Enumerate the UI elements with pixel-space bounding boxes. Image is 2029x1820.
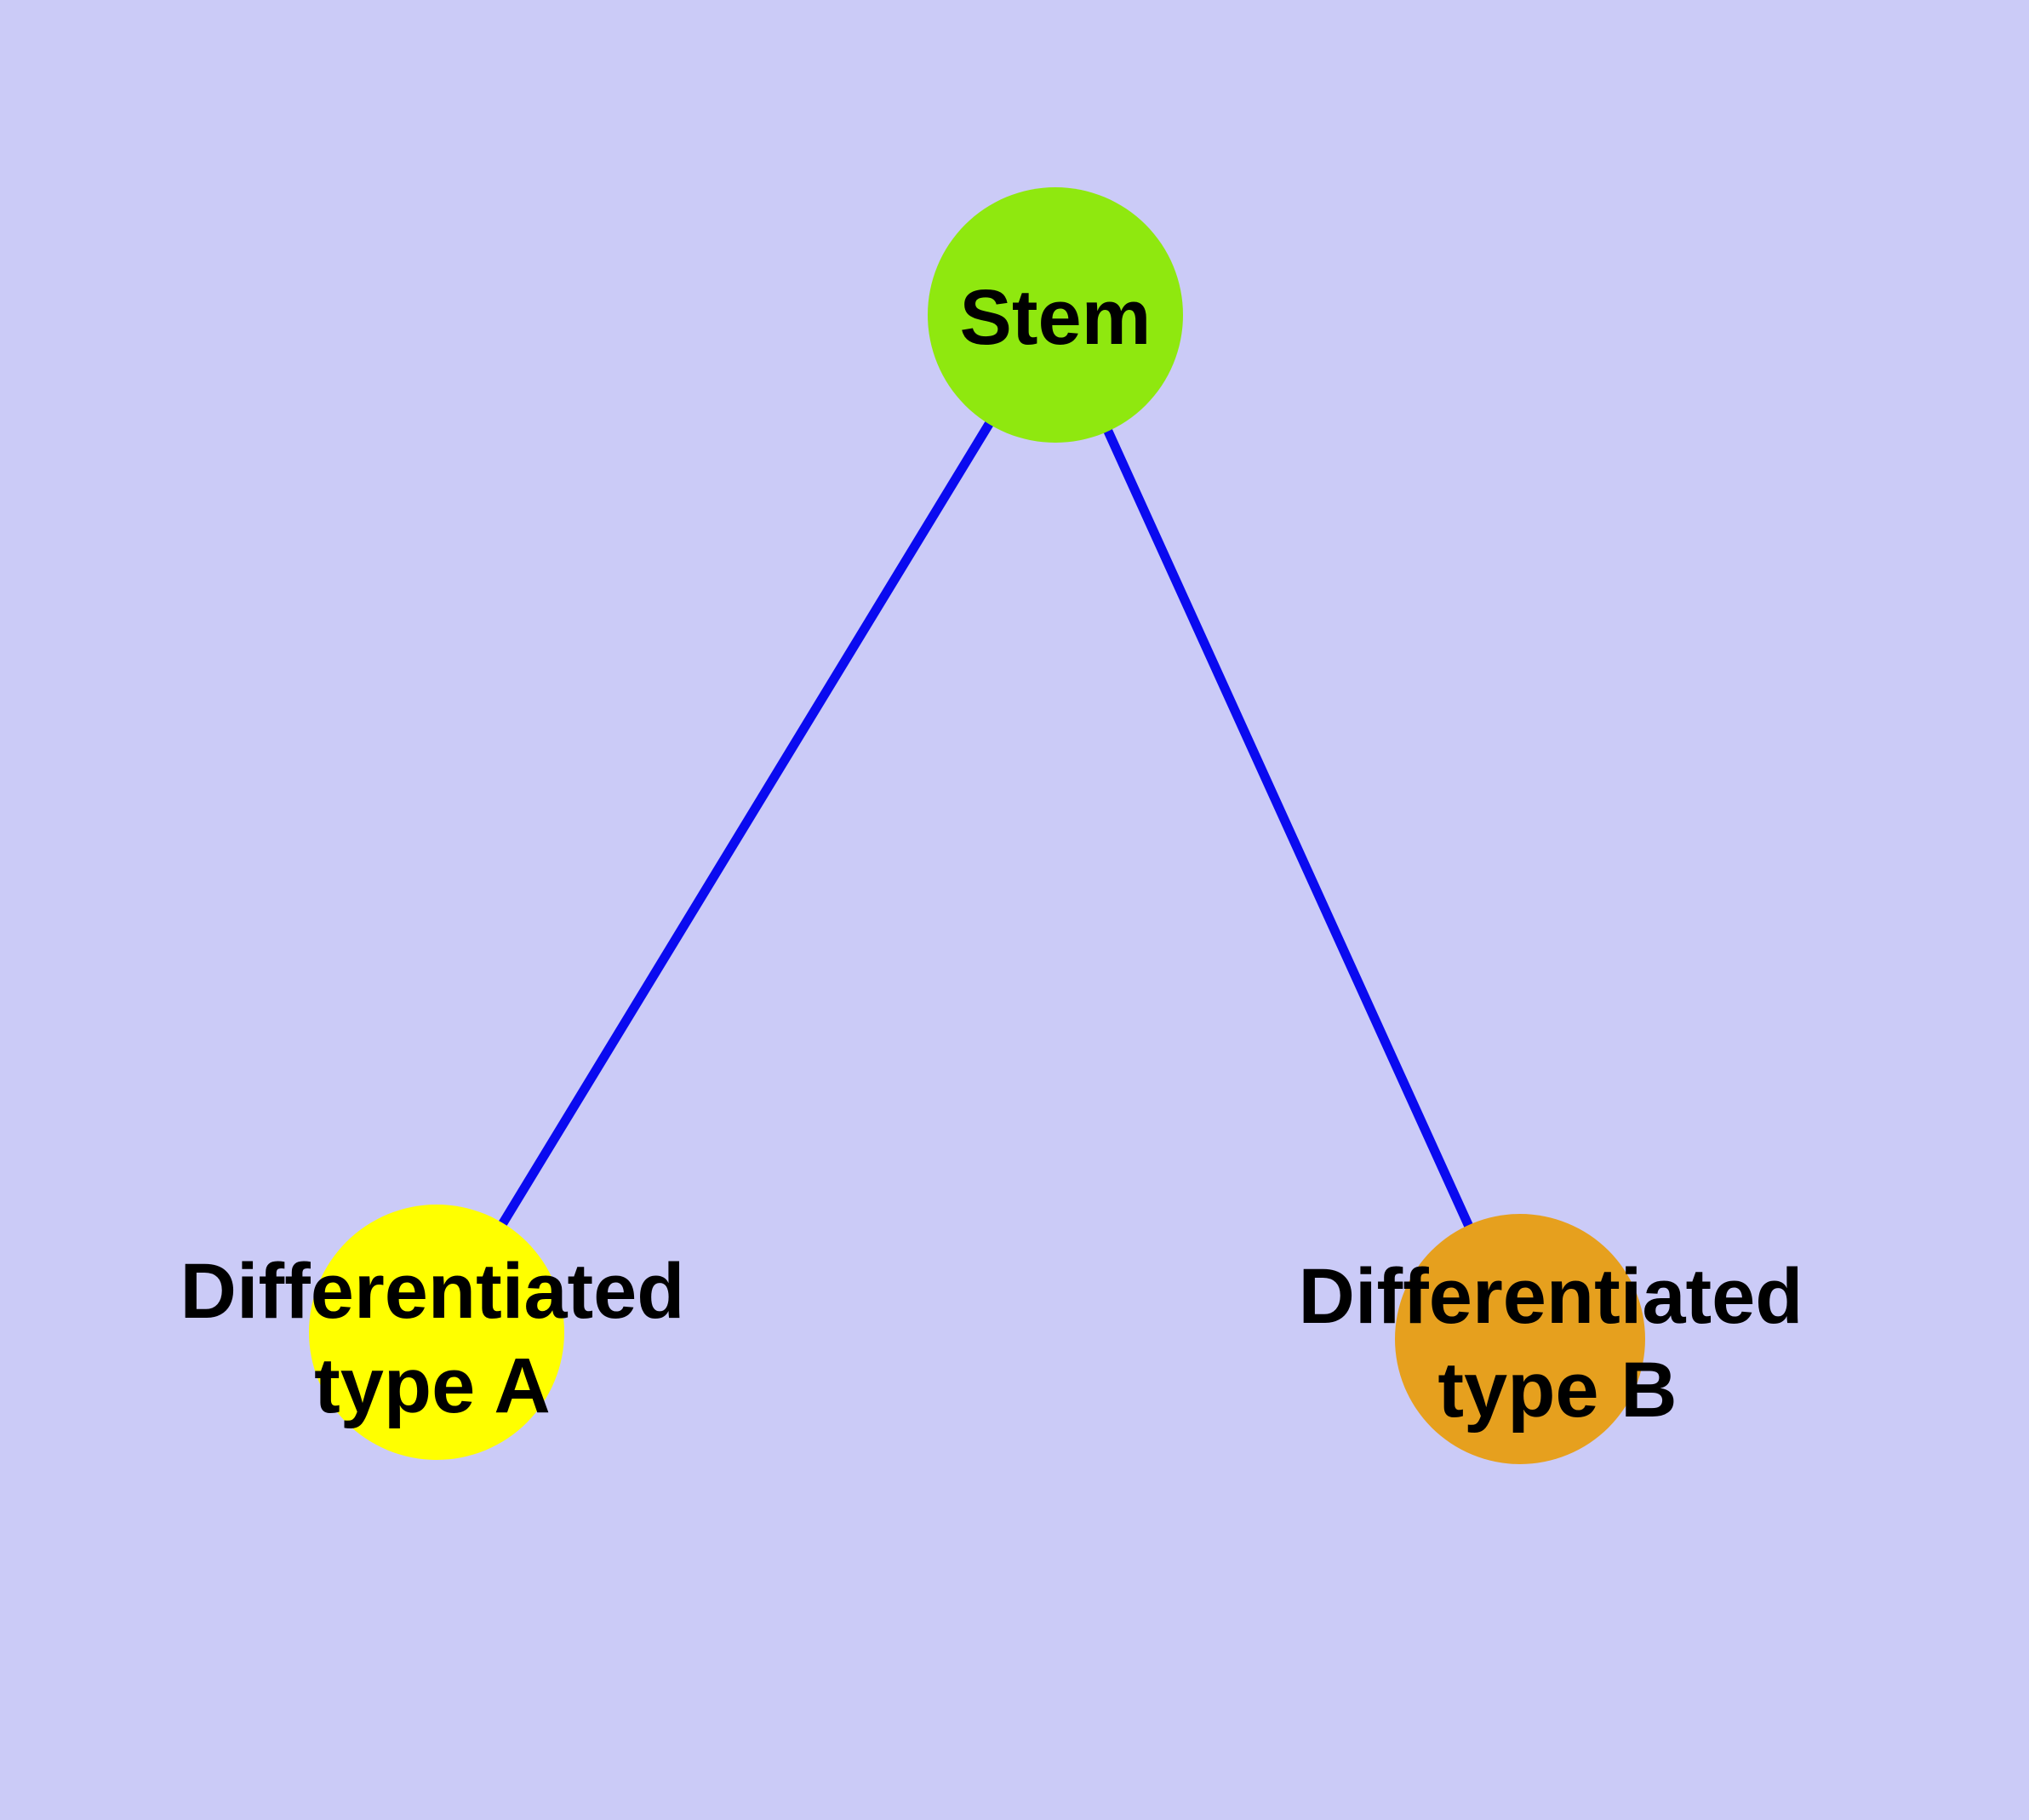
stem-node-label: Stem: [960, 274, 1152, 361]
differentiated-type-b-label-line2: type B: [1437, 1347, 1677, 1434]
stem-node: [928, 187, 1183, 443]
differentiated-type-a-node: [309, 1205, 564, 1460]
differentiated-type-b-label-line1: Differentiated: [1299, 1253, 1803, 1340]
edge-stem-to-type-b: [1050, 312, 1525, 1342]
differentiated-type-a-label-line2: type A: [314, 1342, 551, 1429]
differentiated-type-a-label-line1: Differentiated: [180, 1248, 685, 1335]
edge-stem-to-type-a: [432, 312, 1060, 1335]
differentiated-type-b-node: [1395, 1214, 1645, 1464]
